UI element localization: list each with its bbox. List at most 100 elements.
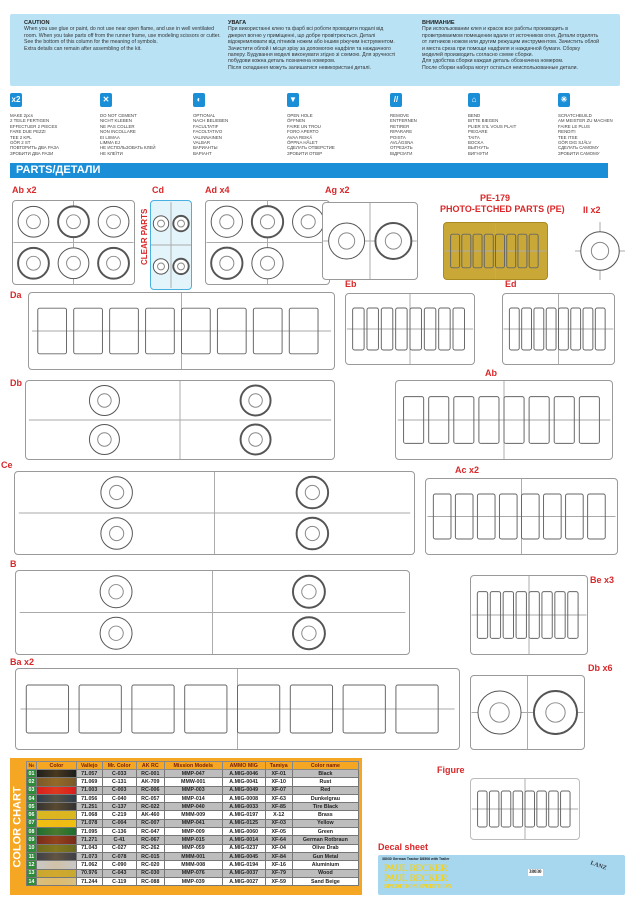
cell: 71.069 xyxy=(75,777,103,787)
row-number: 08 xyxy=(26,827,37,837)
cell: Green xyxy=(291,827,360,837)
row-number: 14 xyxy=(26,876,37,887)
sprue-db-x6 xyxy=(470,675,585,750)
sprue-be-x3 xyxy=(470,575,588,655)
cell: Gun Metal xyxy=(291,851,360,862)
col-header: Color name xyxy=(291,761,360,770)
label-ac-x2: Ac x2 xyxy=(455,465,480,475)
sprue-ad-x4 xyxy=(205,200,330,285)
cell: C-040 xyxy=(101,793,137,804)
symbol-bend: ⌂BEND BITTE BIEGEN PLIER S'IL VOUS PLAIT… xyxy=(468,93,556,156)
cell: 71.271 xyxy=(75,835,103,845)
symbol-text: MAKE 2pcs 2 TEILE FERTIGEN EFFECTUER 2 P… xyxy=(10,113,59,156)
cell: A.MIG-0037 xyxy=(221,868,266,878)
cell: MMP-059 xyxy=(163,843,223,853)
cell: 71.078 xyxy=(75,818,103,829)
sprue-drawing xyxy=(206,201,329,284)
sprue-ab-x2 xyxy=(12,200,135,285)
cell: MMM-008 xyxy=(163,860,223,870)
label-b: B xyxy=(10,559,17,569)
symbol-scratchbuild: ✳SCRATCHBUILD AM MEISTER ZU MACHEN FAIRE… xyxy=(558,93,637,156)
cell: C-027 xyxy=(101,843,137,853)
color-swatch xyxy=(35,860,77,870)
col-header: Mr. Color xyxy=(101,761,137,770)
sprue-drawing xyxy=(151,202,191,288)
row-number: 06 xyxy=(26,810,37,820)
color-swatch xyxy=(35,777,77,787)
cell: 71.244 xyxy=(75,876,103,887)
cell: 71.056 xyxy=(75,793,103,804)
row-number: 09 xyxy=(26,835,37,845)
row-number: 05 xyxy=(26,802,37,812)
do-not-cement-icon: ✕ xyxy=(100,93,112,107)
open-hole-icon: ▼ xyxy=(287,93,299,107)
cell: C-090 xyxy=(101,860,137,870)
decal-paul-becker-2: PAUL BECKER xyxy=(384,873,448,883)
cell: German Rotbraun xyxy=(291,835,360,845)
cell: 71.068 xyxy=(75,810,103,820)
cell: MMP-047 xyxy=(163,768,223,779)
label-pe-number: PE-179 xyxy=(480,193,511,203)
col-header: Color xyxy=(35,761,77,770)
label-ii-x2: II x2 xyxy=(583,205,601,215)
cell: RC-262 xyxy=(135,843,165,853)
cell: 70.976 xyxy=(75,868,103,878)
cell: A.MIG-0197 xyxy=(221,810,266,820)
label-ba-x2: Ba x2 xyxy=(10,657,35,667)
row-number: 10 xyxy=(26,843,37,853)
color-swatch xyxy=(35,793,77,804)
sprue-ce xyxy=(14,471,415,555)
sprue-db xyxy=(25,380,335,460)
cell: XF-85 xyxy=(264,802,293,812)
label-clear-parts: CLEAR PARTS xyxy=(140,208,149,265)
col-header: Vallejo xyxy=(75,761,103,770)
cell: MMP-041 xyxy=(163,818,223,829)
label-da: Da xyxy=(10,290,22,300)
sprue-drawing xyxy=(28,381,332,459)
cell: C-131 xyxy=(101,777,137,787)
symbol-text: OPTIONAL NACH BELIEBEN FACULTATIF FACOLT… xyxy=(193,113,229,156)
sprue-drawing xyxy=(397,381,611,459)
cell: Dunkelgrau xyxy=(291,793,360,804)
color-swatch xyxy=(35,802,77,812)
color-swatch xyxy=(35,843,77,853)
cell: XF-63 xyxy=(264,793,293,804)
label-pe-title: PHOTO-ETCHED PARTS (PE) xyxy=(440,204,565,214)
cell: RC-006 xyxy=(135,785,165,795)
decal-number: 38030 xyxy=(528,869,543,876)
cell: Brass xyxy=(291,810,360,820)
cell: RC-047 xyxy=(135,827,165,837)
cell: Sand Beige xyxy=(291,876,360,887)
color-swatch xyxy=(35,810,77,820)
color-swatch xyxy=(35,768,77,779)
sprue-ed xyxy=(502,293,615,365)
col-header: AK RC xyxy=(135,761,165,770)
cell: XF-10 xyxy=(264,777,293,787)
color-swatch xyxy=(35,827,77,837)
cell: MMP-040 xyxy=(163,802,223,812)
cell: C-003 xyxy=(101,785,137,795)
color-chart-title: COLOR CHART xyxy=(12,785,24,868)
cell: A.MIG-0046 xyxy=(221,768,266,779)
row-number: 07 xyxy=(26,818,37,829)
cell: MMM-001 xyxy=(163,851,223,862)
decal-paul-becker-1: PAUL BECKER xyxy=(384,863,448,873)
cell: XF-04 xyxy=(264,843,293,853)
col-header: AMMO MIG xyxy=(221,761,266,770)
cell: XF-84 xyxy=(264,851,293,862)
cell: Black xyxy=(291,768,360,779)
row-number: 01 xyxy=(26,768,37,779)
make-two-icon: x2 xyxy=(10,93,22,107)
cell: 71.057 xyxy=(75,768,103,779)
